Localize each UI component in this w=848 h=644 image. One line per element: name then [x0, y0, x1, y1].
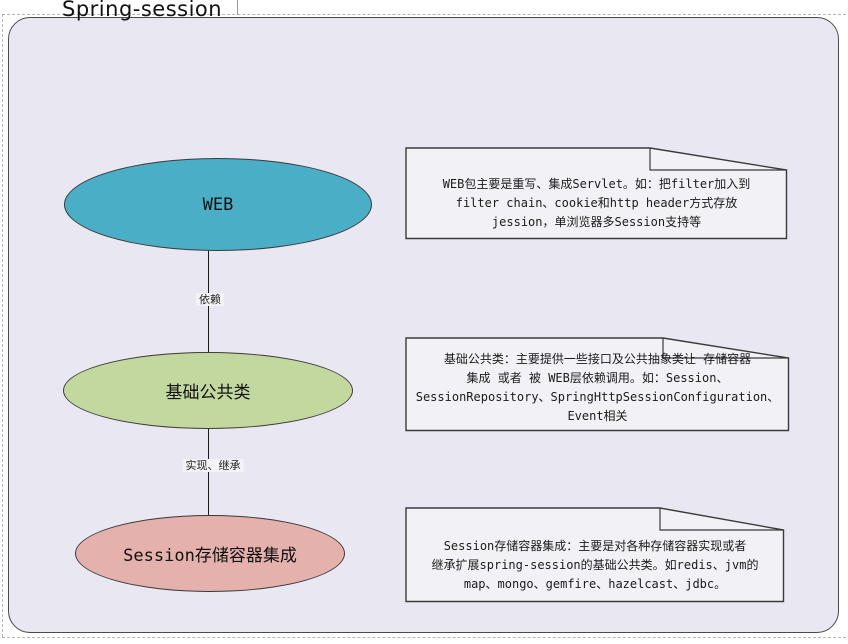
edge-label-implement-inherit: 实现、继承: [182, 459, 244, 472]
note-shape-icon: [405, 337, 790, 432]
node-session-store-label: Session存储容器集成: [123, 546, 297, 566]
note-shape-icon: [405, 507, 785, 603]
edge-base-store: [208, 427, 209, 520]
edge-label-depend: 依赖: [196, 293, 224, 306]
page-boundary-bottom: [2, 637, 846, 638]
note-session-store: Session存储容器集成：主要是对各种存储容器实现或者 继承扩展spring-…: [405, 507, 785, 603]
node-base-common-label: 基础公共类: [165, 383, 251, 403]
diagram-title: Spring-session: [62, 0, 223, 21]
note-web: WEB包主要是重写、集成Servlet。如：把filter加入到 filter …: [405, 147, 788, 240]
node-base-common: 基础公共类: [63, 352, 353, 429]
note-base-common: 基础公共类：主要提供一些接口及公共抽象类让 存储容器 集成 或者 被 WEB层依…: [405, 337, 790, 432]
node-web-label: WEB: [202, 194, 234, 215]
page-boundary-top: [2, 14, 846, 15]
page-boundary-tick: [237, 0, 238, 15]
note-base-common-text: 基础公共类：主要提供一些接口及公共抽象类让 存储容器 集成 或者 被 WEB层依…: [415, 352, 780, 423]
note-shape-icon: [405, 147, 788, 240]
note-session-store-text: Session存储容器集成：主要是对各种存储容器实现或者 继承扩展spring-…: [431, 539, 759, 591]
node-web: WEB: [64, 158, 372, 251]
page-boundary-left: [2, 14, 3, 637]
node-session-store: Session存储容器集成: [75, 515, 345, 592]
note-web-text: WEB包主要是重写、集成Servlet。如：把filter加入到 filter …: [442, 177, 751, 229]
